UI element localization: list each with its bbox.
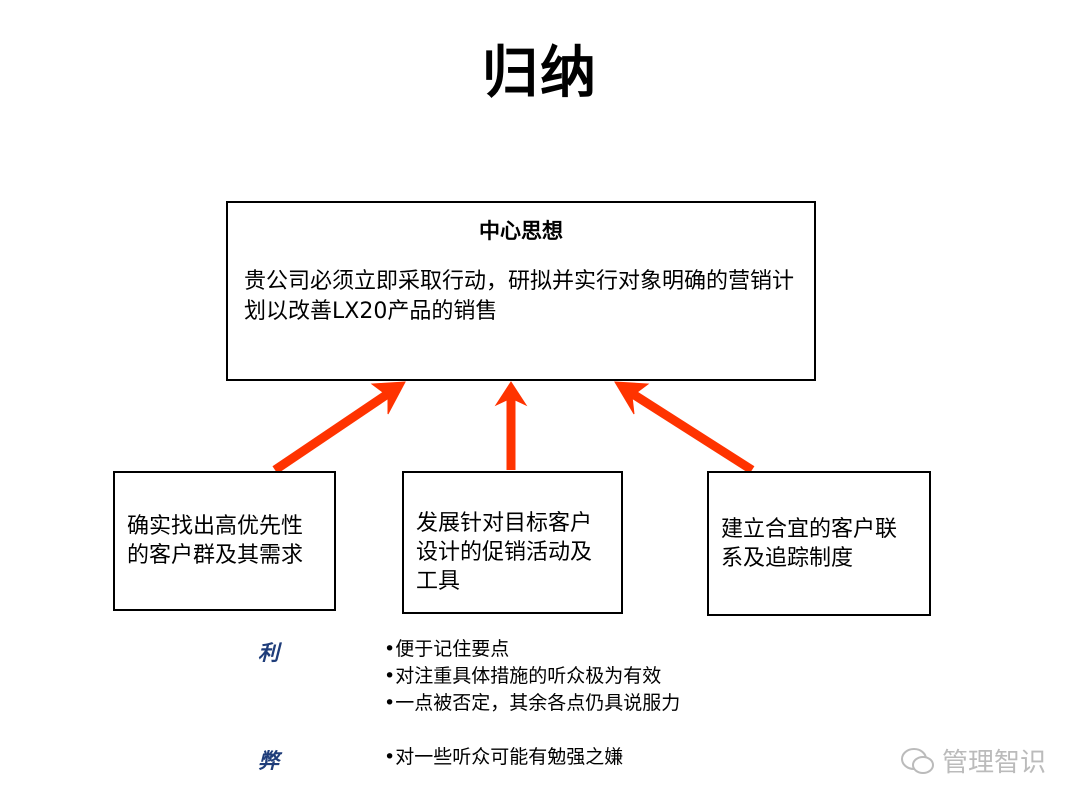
support-text: 建立合宜的客户联系及追踪制度 xyxy=(721,516,898,571)
arrow-right xyxy=(622,385,755,474)
support-box-3: 建立合宜的客户联系及追踪制度 xyxy=(707,471,931,616)
pros-item: •一点被否定，其余各点仍具说服力 xyxy=(384,692,681,714)
watermark: 管理智识 xyxy=(900,742,1046,779)
pros-item: •对注重具体措施的听众极为有效 xyxy=(384,665,662,687)
wechat-icon xyxy=(901,747,934,774)
slide-title: 归纳 xyxy=(482,41,598,106)
support-box-2: 发展针对目标客户设计的促销活动及工具 xyxy=(402,471,623,614)
arrow-middle-head xyxy=(494,381,528,407)
pros-label: 利 xyxy=(258,641,279,665)
central-idea-box: 中心思想 贵公司必须立即采取行动，研拟并实行对象明确的营销计划以改善LX20产品… xyxy=(226,201,816,381)
arrow-left xyxy=(272,385,398,474)
cons-item: •对一些听众可能有勉强之嫌 xyxy=(384,746,624,768)
central-idea-heading: 中心思想 xyxy=(479,219,563,243)
pros-item: •便于记住要点 xyxy=(384,638,510,660)
arrow-right-head xyxy=(614,381,650,415)
cons-list: •对一些听众可能有勉强之嫌 xyxy=(384,744,623,771)
arrow-left-head xyxy=(370,381,406,415)
pros-list: •便于记住要点 •对注重具体措施的听众极为有效 •一点被否定，其余各点仍具说服力 xyxy=(384,636,680,717)
support-text: 确实找出高优先性的客户群及其需求 xyxy=(127,514,304,568)
cons-label: 弊 xyxy=(258,749,279,773)
support-box-1: 确实找出高优先性的客户群及其需求 xyxy=(113,471,336,611)
watermark-text: 管理智识 xyxy=(942,748,1047,778)
central-idea-text: 贵公司必须立即采取行动，研拟并实行对象明确的营销计划以改善LX20产品的销售 xyxy=(244,269,795,324)
support-text: 发展针对目标客户设计的促销活动及工具 xyxy=(416,511,593,594)
